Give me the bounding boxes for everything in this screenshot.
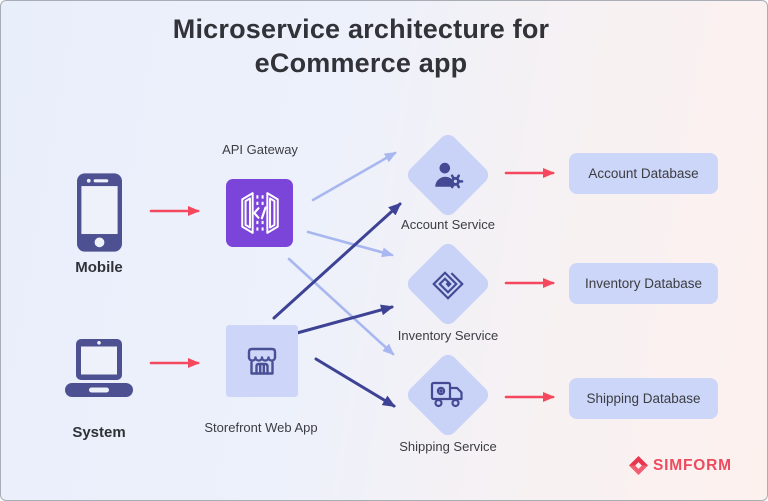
inventory-service-label: Inventory Service [397,328,499,343]
shipping-database-label: Shipping Database [586,391,701,406]
storefront-icon [247,347,277,375]
title-line-2: eCommerce app [254,48,468,78]
api-gateway-icon [240,192,279,234]
arrow-gateway-to-account [311,151,397,202]
brand-logo-text: SIMFORM [653,456,732,474]
system-label: System [72,424,126,441]
smartphone-icon [77,173,122,252]
title-line-1: Microservice architecture for [172,14,550,44]
delivery-truck-icon [430,381,463,408]
arrow-gateway-to-inventory [306,230,394,258]
api-gateway-node [226,179,293,247]
arrow-storefront-to-shipping [314,357,396,408]
account-database-label: Account Database [588,166,699,181]
inventory-database-label: Inventory Database [584,276,703,291]
account-service-label: Account Service [401,217,495,232]
storefront-label: Storefront Web App [204,420,318,435]
shipping-service-label: Shipping Service [399,439,497,454]
simform-logo-mark [628,455,649,476]
brand-logo: SIMFORM [628,455,732,476]
user-gear-icon [435,162,464,189]
api-gateway-label: API Gateway [222,142,298,157]
laptop-icon [65,339,133,397]
mobile-label: Mobile [75,259,123,276]
account-database: Account Database [569,153,718,194]
page-title: Microservice architecture for eCommerce … [1,12,721,80]
shipping-database: Shipping Database [569,378,718,419]
storefront-node [226,325,298,397]
spiral-diamond-icon [432,271,464,300]
inventory-database: Inventory Database [569,263,718,304]
